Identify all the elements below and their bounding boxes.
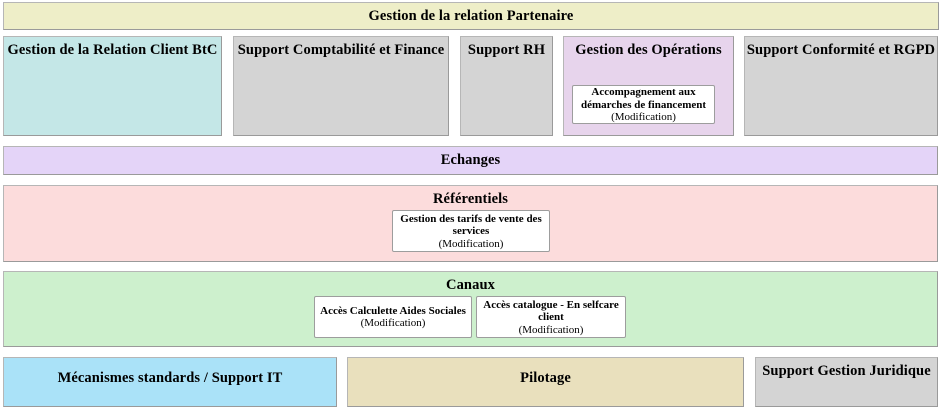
block-label: Support Gestion Juridique [762,363,931,379]
block-label: Canaux [446,277,495,293]
block-label: Mécanismes standards / Support IT [57,370,283,386]
block-label: Référentiels [432,191,508,207]
block-label: Support Conformité et RGPD [746,42,936,58]
block-echanges[interactable]: Echanges [3,146,938,175]
block-canaux[interactable]: Canaux Accès Calculette Aides Sociales (… [3,271,938,347]
block-gestion-relation-client-btc[interactable]: Gestion de la Relation Client BtC [3,36,222,136]
block-pilotage[interactable]: Pilotage [347,357,744,407]
subcard-state: (Modification) [611,111,676,123]
subcard-title: Accès Calculette Aides Sociales [320,304,466,317]
block-support-rh[interactable]: Support RH [460,36,553,136]
block-label: Echanges [440,152,501,168]
subcard-state: (Modification) [438,237,504,250]
block-label: Gestion de la Relation Client BtC [7,42,218,58]
block-gestion-des-operations[interactable]: Gestion des Opérations Accompagnement au… [563,36,734,136]
subcard-acces-calculette-aides-sociales[interactable]: Accès Calculette Aides Sociales (Modific… [314,296,472,338]
block-label: Gestion des Opérations [575,42,722,58]
block-support-conformite-rgpd[interactable]: Support Conformité et RGPD [744,36,938,136]
banner-label: Gestion de la relation Partenaire [368,8,574,24]
block-mecanismes-standards-support-it[interactable]: Mécanismes standards / Support IT [3,357,337,407]
subcard-accompagnement-demarches-financement[interactable]: Accompagnement aux démarches de financem… [572,85,715,124]
banner-gestion-relation-partenaire[interactable]: Gestion de la relation Partenaire [3,2,939,30]
block-referentiels[interactable]: Référentiels Gestion des tarifs de vente… [3,185,938,262]
block-label: Support Comptabilité et Finance [237,42,445,58]
block-support-gestion-juridique[interactable]: Support Gestion Juridique [755,357,938,407]
subcard-gestion-tarifs-vente-services[interactable]: Gestion des tarifs de vente des services… [392,210,550,252]
subcard-state: (Modification) [518,323,584,336]
block-label: Support RH [467,42,546,58]
subcard-acces-catalogue-selfcare-client[interactable]: Accès catalogue - En selfcare client (Mo… [476,296,626,338]
block-support-comptabilite-finance[interactable]: Support Comptabilité et Finance [233,36,449,136]
subcard-title: Accompagnement aux démarches de financem… [580,86,707,111]
subcard-state: (Modification) [360,317,426,330]
subcard-title: Gestion des tarifs de vente des services [400,212,542,238]
subcard-title: Accès catalogue - En selfcare client [483,298,619,324]
block-label: Pilotage [520,370,571,386]
